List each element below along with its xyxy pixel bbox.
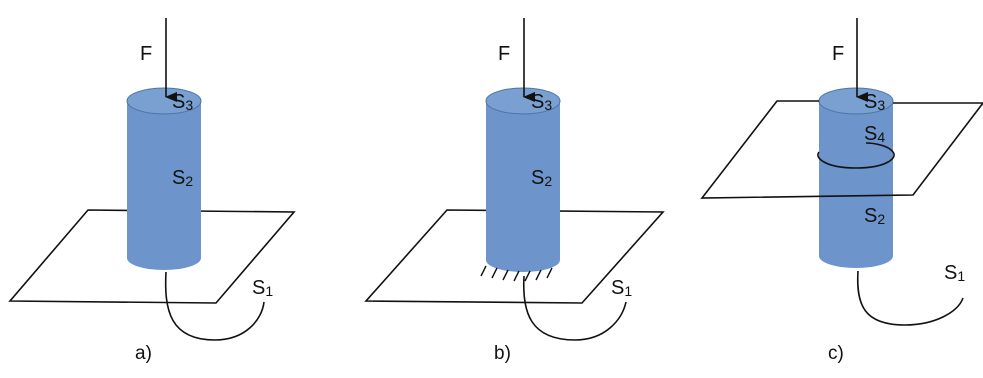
fixed-support-hatching <box>480 265 553 282</box>
panel-b: F S3 S2 S1 b) <box>364 18 665 364</box>
label-s3: S3 <box>864 91 885 113</box>
label-s4: S4 <box>864 123 885 145</box>
force-label: F <box>832 43 844 65</box>
cylinder <box>126 87 202 270</box>
cylinder <box>818 87 894 268</box>
panel-c: F S3 S4 S2 S1 c) <box>700 18 983 364</box>
caption-c: c) <box>828 343 844 364</box>
cylinder-body <box>819 101 893 268</box>
panel-a: F S3 S2 S1 a) <box>8 18 296 364</box>
label-s3: S3 <box>531 91 552 113</box>
caption-a: a) <box>135 343 152 364</box>
cylinder-body <box>486 101 560 272</box>
label-s2: S2 <box>172 167 193 189</box>
label-s3: S3 <box>172 91 193 113</box>
ground-plane <box>8 209 296 304</box>
caption-b: b) <box>494 343 511 364</box>
s1-leader-curve <box>522 275 627 341</box>
section-cut-ellipse <box>817 142 895 169</box>
label-s2: S2 <box>531 167 552 189</box>
cylinder-body <box>127 101 201 270</box>
force-label: F <box>498 43 510 65</box>
cylinder-top-face <box>126 87 202 115</box>
s1-leader-curve <box>856 270 964 326</box>
label-s2: S2 <box>864 205 885 227</box>
cutting-plane <box>700 100 983 199</box>
label-s1: S1 <box>611 277 632 299</box>
force-label: F <box>140 43 152 65</box>
s1-leader-curve <box>164 271 265 341</box>
label-s1: S1 <box>944 262 965 284</box>
label-s1: S1 <box>252 277 273 299</box>
ground-plane <box>364 209 665 304</box>
